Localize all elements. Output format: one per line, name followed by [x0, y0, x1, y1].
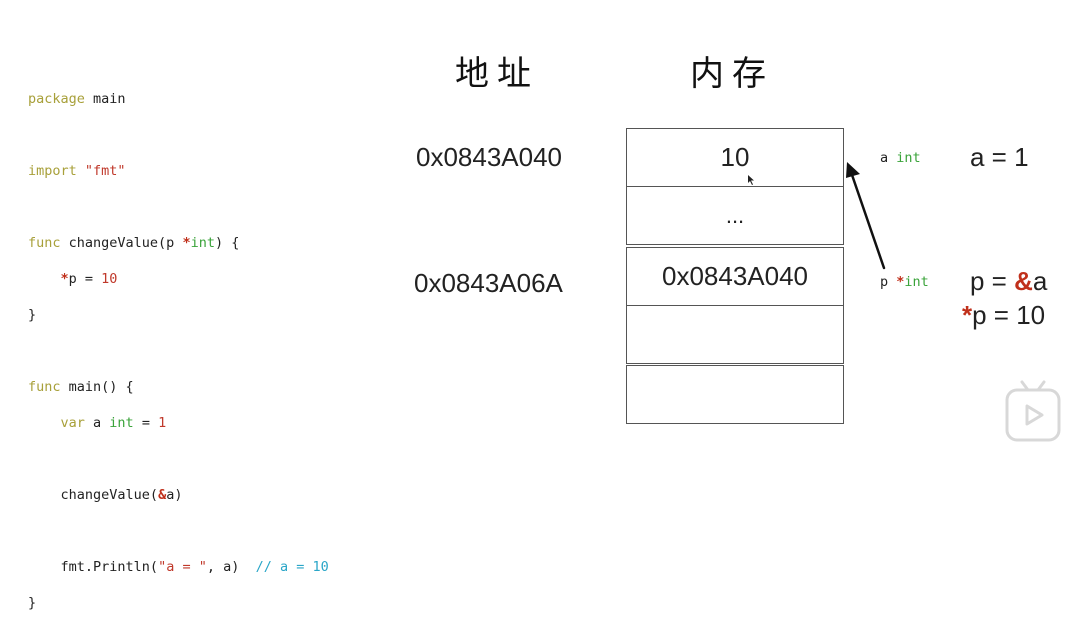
code-panel: package main import "fmt" func changeVal…: [28, 72, 329, 630]
var-p-deref-rest: p = 10: [972, 300, 1046, 330]
code-line-close-brace: }: [28, 307, 37, 323]
var-p-expr-left: p =: [970, 266, 1015, 296]
var-p-deref-star: *: [962, 300, 973, 330]
memory-cell-empty-1: [626, 305, 844, 364]
code-line-println: fmt.Println("a = ", a) // a = 10: [60, 559, 329, 575]
memory-cell-empty-2: [626, 365, 844, 424]
code-line-deref-assign: *p = 10: [60, 271, 118, 287]
var-p-expr-right: a: [1032, 266, 1048, 296]
code-line-func-main: func main() {: [28, 379, 134, 395]
pointer-arrow: [846, 162, 886, 270]
memory-cell-p: 0x0843A040: [626, 247, 844, 306]
var-p-name: p: [880, 274, 889, 290]
var-p-type: int: [904, 274, 929, 290]
var-a-label: a int: [880, 150, 921, 166]
code-line-call-changevalue: changeValue(&a): [60, 487, 183, 503]
memory-cell-a-value: 10: [720, 142, 750, 172]
heading-address: 地址: [455, 54, 539, 94]
code-line-import: import "fmt": [28, 163, 126, 179]
memory-cell-ellipsis: ...: [626, 186, 844, 245]
address-p: 0x0843A06A: [414, 268, 563, 298]
var-p-label: p *int: [880, 274, 929, 290]
bilibili-tv-icon: [1005, 380, 1061, 442]
code-line-var-a: var a int = 1: [60, 415, 167, 431]
heading-memory: 内存: [690, 54, 774, 94]
code-line-func-changevalue: func changeValue(p *int) {: [28, 235, 240, 251]
var-p-address-expression: p = &a: [970, 266, 1047, 297]
var-a-expression: a = 1: [970, 142, 1029, 172]
var-p-deref-expression: *p = 10: [962, 300, 1045, 331]
address-a: 0x0843A040: [416, 142, 563, 172]
var-a-type: int: [896, 150, 921, 166]
var-p-expr-amp: &: [1014, 266, 1033, 296]
memory-cell-a: 10: [626, 128, 844, 187]
code-line-close-brace-main: }: [28, 595, 37, 611]
memory-cell-p-value: 0x0843A040: [661, 261, 809, 291]
memory-cell-ellipsis-value: ...: [725, 202, 745, 228]
var-a-name: a: [880, 150, 889, 166]
var-p-star: *: [896, 274, 905, 290]
code-line-package: package main: [28, 91, 126, 107]
mouse-cursor-icon: [748, 175, 754, 185]
